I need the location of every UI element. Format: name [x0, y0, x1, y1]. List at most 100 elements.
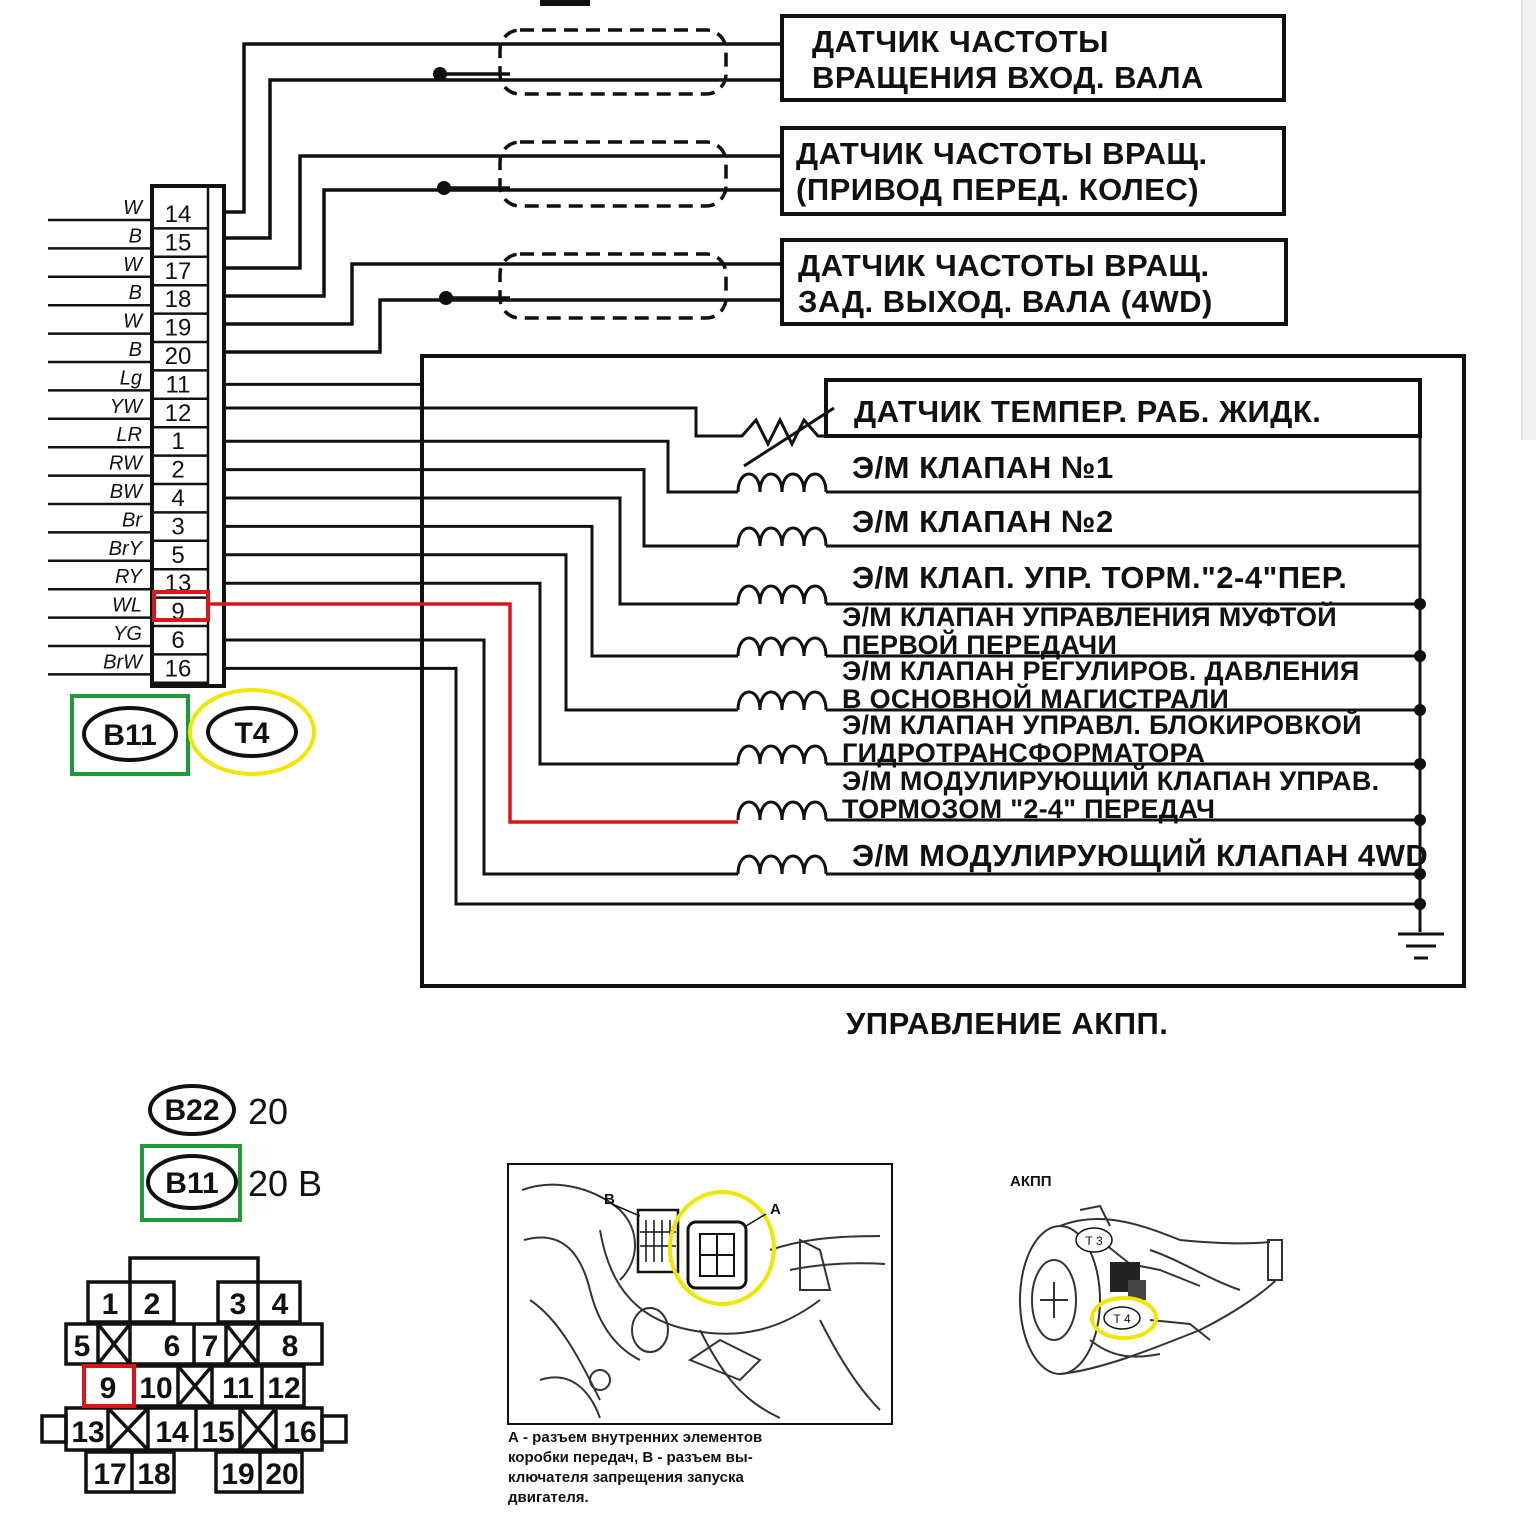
pin-label: 2 [171, 457, 184, 484]
face-pin-number: 17 [93, 1458, 126, 1491]
face-pin-number: 7 [202, 1330, 219, 1363]
wire-color-label: WL [112, 595, 142, 617]
face-pin-number: 15 [201, 1416, 234, 1449]
pin-label: 18 [165, 286, 192, 313]
wire-color-label: W [123, 311, 144, 333]
legend-b11: B11 20 В [140, 1144, 322, 1222]
svg-text:20 В: 20 В [248, 1163, 322, 1204]
svg-text:B: B [604, 1191, 615, 1208]
face-pin-9-highlight [82, 1364, 136, 1408]
traced-wire-pin-9 [208, 602, 738, 824]
face-pin-number: 18 [137, 1458, 170, 1491]
solenoid-coils [736, 472, 1420, 876]
photo-caption: А - разъем внутренних элементов коробки … [508, 1429, 762, 1506]
wire-color-label: RY [115, 566, 144, 588]
wire-color-label: YG [113, 623, 142, 645]
valve-label: Э/М КЛАПАН УПРАВЛ. БЛОКИРОВКОЙ [842, 709, 1362, 740]
svg-text:(ПРИВОД ПЕРЕД. КОЛЕС): (ПРИВОД ПЕРЕД. КОЛЕС) [796, 172, 1199, 207]
valve-label: Э/М МОДУЛИРУЮЩИЙ КЛАПАН 4WD [852, 837, 1428, 873]
solenoid-coil [736, 854, 828, 875]
svg-text:ВРАЩЕНИЯ ВХОД. ВАЛА: ВРАЩЕНИЯ ВХОД. ВАЛА [812, 60, 1204, 95]
valve-wire [224, 524, 738, 658]
wire-color-label: W [123, 197, 144, 219]
svg-text:ЗАД. ВЫХОД. ВАЛА (4WD): ЗАД. ВЫХОД. ВАЛА (4WD) [798, 284, 1213, 319]
svg-text:B11: B11 [165, 1167, 218, 1200]
svg-text:Т 3: Т 3 [1085, 1234, 1103, 1248]
face-pin-number: 3 [230, 1288, 247, 1321]
svg-text:B22: B22 [164, 1094, 219, 1127]
page-edge [1522, 0, 1536, 440]
pin-label: 16 [165, 655, 192, 682]
pin-label: 11 [166, 371, 191, 398]
wire-color-label: Br [122, 509, 143, 531]
face-pin-number: 20 [265, 1458, 298, 1491]
wire-color-label: BrW [103, 651, 144, 673]
sensor-front-wheels: ДАТЧИК ЧАСТОТЫ ВРАЩ. (ПРИВОД ПЕРЕД. КОЛЕ… [780, 126, 1286, 216]
wire-color-label: LR [116, 424, 142, 446]
svg-text:B11: B11 [103, 719, 156, 752]
svg-text:ДАТЧИК ЧАСТОТЫ ВРАЩ.: ДАТЧИК ЧАСТОТЫ ВРАЩ. [798, 248, 1210, 283]
legend-b22: B22 20 [148, 1084, 288, 1136]
svg-text:коробки передач, В - разъем вы: коробки передач, В - разъем вы- [508, 1449, 753, 1466]
connector-a-highlight [668, 1190, 776, 1306]
valve-wire [224, 553, 738, 712]
section-title: УПРАВЛЕНИЕ АКПП. [846, 1006, 1168, 1041]
pin-label: 4 [171, 485, 184, 512]
face-pin-number: 5 [74, 1330, 91, 1363]
valve-wire [224, 638, 738, 876]
valve-wire [224, 496, 738, 606]
solenoid-coil [736, 800, 828, 821]
valve-wires [224, 382, 1422, 906]
pin-9-highlight [152, 590, 210, 622]
face-pin-number: 6 [164, 1330, 181, 1363]
wire-color-label: Lg [120, 367, 142, 389]
svg-text:Т 4: Т 4 [1113, 1312, 1131, 1326]
connector-face [40, 1256, 348, 1494]
pin-label: 15 [165, 229, 192, 256]
solenoid-coil [736, 472, 828, 493]
valve-wire-ground [224, 666, 1420, 906]
solenoid-coil [736, 584, 828, 605]
shield-ground-dots [433, 67, 453, 305]
face-pin-number: 13 [71, 1416, 104, 1449]
pin-label: 1 [171, 428, 184, 455]
wire-color-label: BW [110, 481, 144, 503]
solenoid-coil [736, 636, 828, 657]
face-pin-number: 4 [272, 1288, 289, 1321]
face-pin-number: 9 [100, 1372, 117, 1405]
wire-color-label: W [123, 254, 144, 276]
pin-label: 12 [165, 400, 192, 427]
valve-label: Э/М КЛАПАН №2 [852, 504, 1114, 539]
valve-label: Э/М КЛАП. УПР. ТОРМ."2-4"ПЕР. [852, 560, 1347, 595]
svg-text:АКПП: АКПП [1010, 1173, 1052, 1190]
temp-sensor-label: ДАТЧИК ТЕМПЕР. РАБ. ЖИДК. [854, 394, 1321, 429]
valve-wire [224, 581, 738, 766]
svg-text:20: 20 [248, 1091, 288, 1132]
t4-highlight [1090, 1296, 1158, 1340]
sensor-wires [224, 28, 782, 354]
left-wires [48, 218, 152, 676]
valve-wire [224, 468, 738, 548]
wire-color-label: YW [110, 396, 144, 418]
svg-text:A: A [770, 1201, 781, 1218]
connector-photo: B A [507, 1163, 893, 1425]
face-pin-number: 12 [267, 1372, 300, 1405]
face-pin-number: 14 [155, 1416, 189, 1449]
solenoid-coil [736, 526, 828, 547]
svg-text:ключателя запрещения запуска: ключателя запрещения запуска [508, 1469, 744, 1486]
valve-label: Э/М МОДУЛИРУЮЩИЙ КЛАПАН УПРАВ. [842, 765, 1379, 796]
return-top [826, 434, 1422, 492]
pin-label: 6 [171, 627, 184, 654]
ground-symbol [1398, 490, 1444, 960]
face-pin-number: 1 [102, 1288, 119, 1321]
svg-text:T4: T4 [234, 717, 269, 750]
svg-text:ДАТЧИК ЧАСТОТЫ ВРАЩ.: ДАТЧИК ЧАСТОТЫ ВРАЩ. [796, 136, 1208, 171]
pin-label: 14 [165, 201, 192, 228]
face-pin-number: 10 [139, 1372, 172, 1405]
sensor-rear-output-4wd: ДАТЧИК ЧАСТОТЫ ВРАЩ. ЗАД. ВЫХОД. ВАЛА (4… [780, 238, 1288, 326]
pin-label: 20 [165, 343, 192, 370]
